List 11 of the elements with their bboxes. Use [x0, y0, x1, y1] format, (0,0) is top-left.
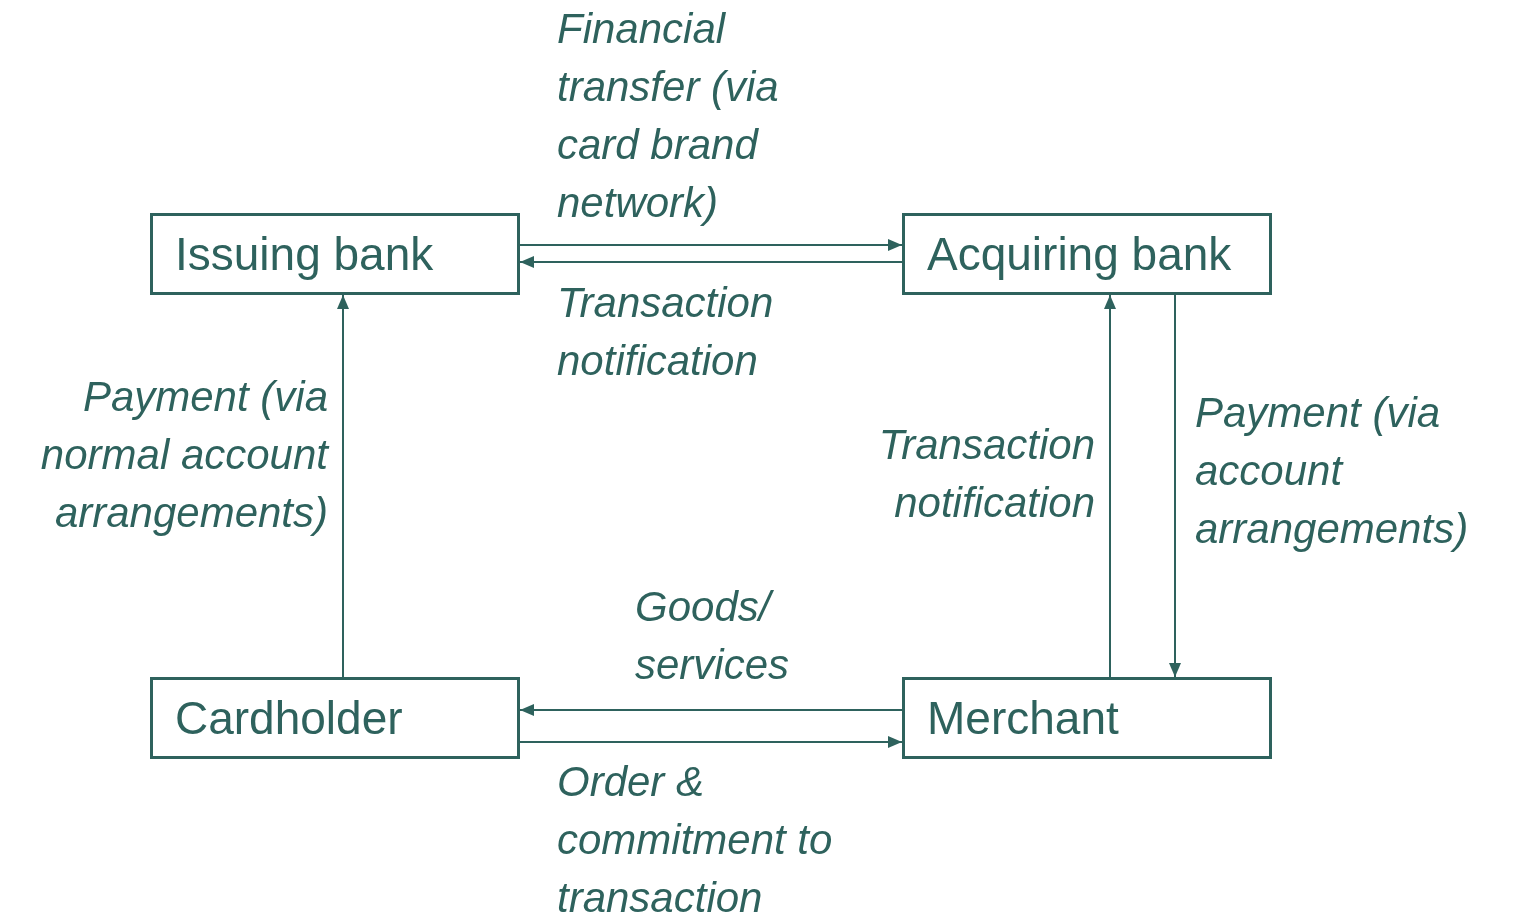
entity-box: Issuing bank [150, 213, 520, 295]
arrow [1104, 294, 1116, 678]
entity-box: Merchant [902, 677, 1272, 759]
arrow [519, 256, 903, 268]
arrow [519, 704, 903, 716]
arrow [519, 736, 903, 748]
arrow [337, 294, 349, 678]
entity-box: Cardholder [150, 677, 520, 759]
arrow [1169, 294, 1181, 678]
entity-box: Acquiring bank [902, 213, 1272, 295]
arrow [519, 239, 903, 251]
